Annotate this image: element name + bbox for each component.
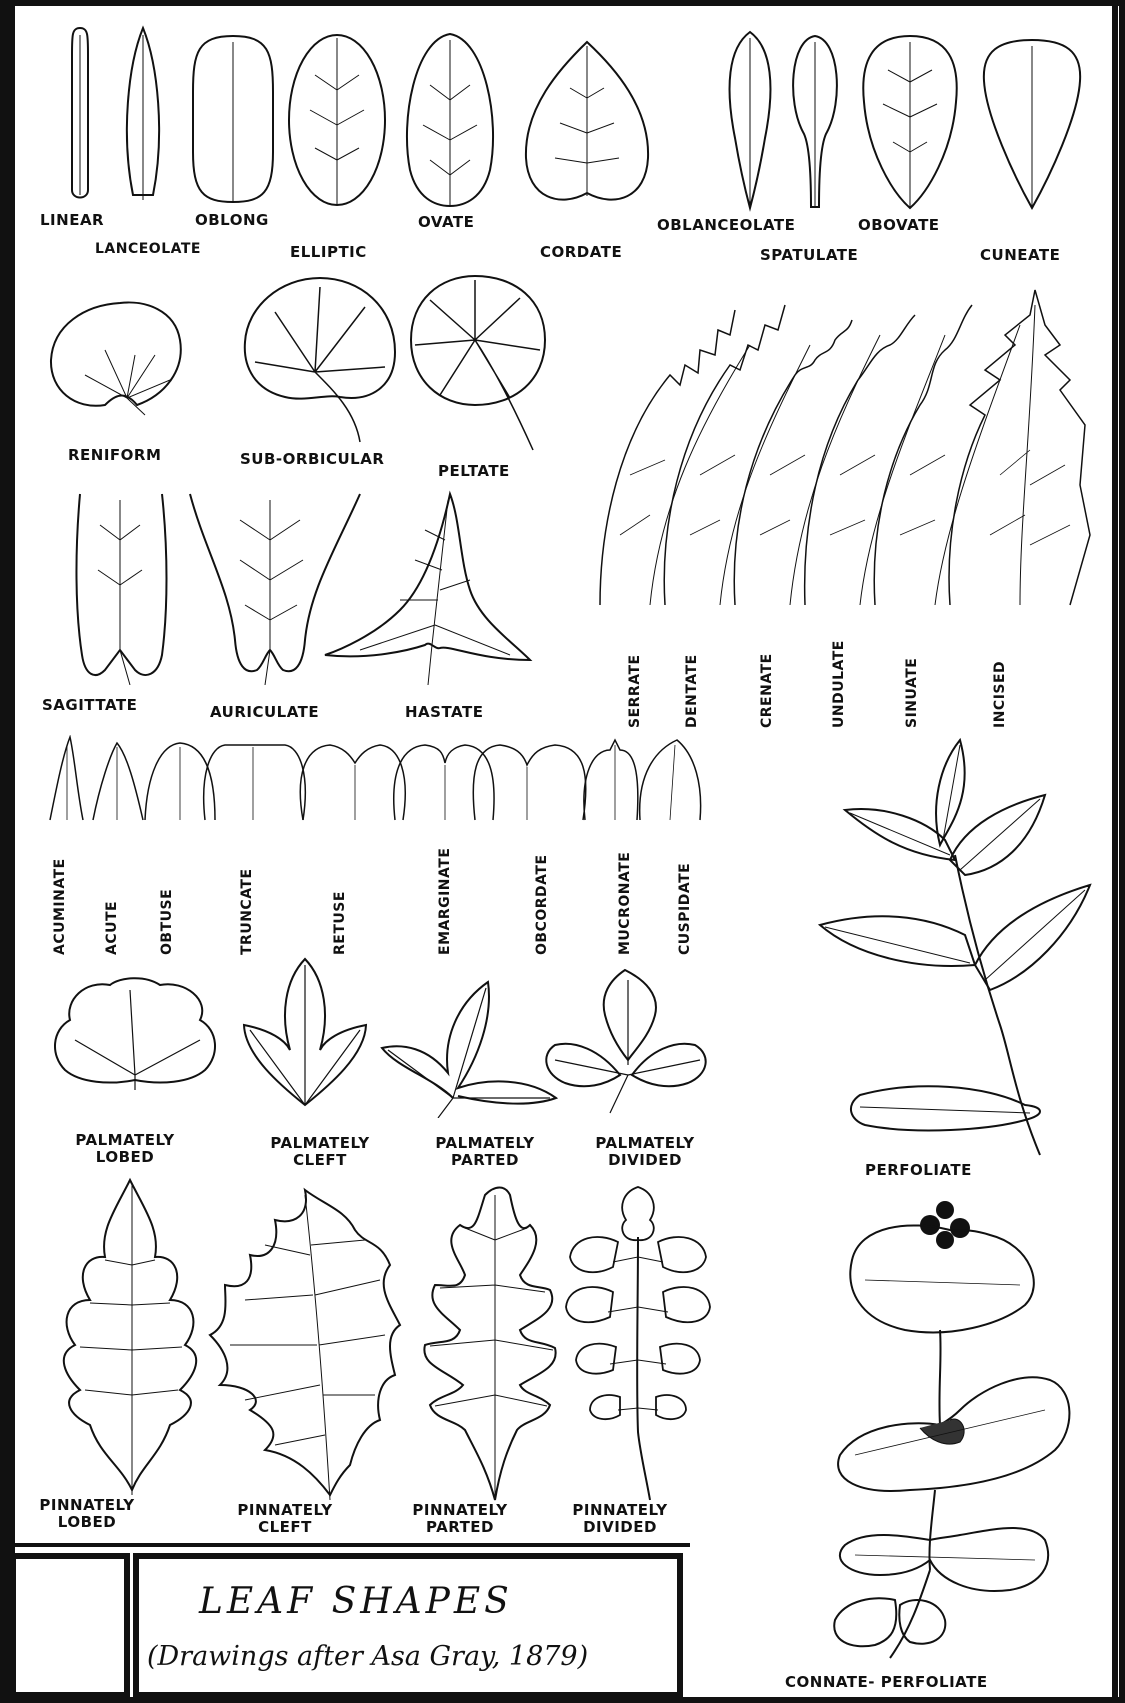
title-box: LEAF SHAPES (Drawings after Asa Gray, 18… <box>133 1553 683 1698</box>
label-mucronate: MUCRONATE <box>618 852 632 955</box>
label-pinnately-divided-line1: PINNATELY <box>572 1501 667 1519</box>
label-palmately-lobed-line1: PALMATELY <box>75 1131 174 1149</box>
label-palmately-cleft-line2: CLEFT <box>293 1151 347 1169</box>
hastate-leaf-drawing <box>320 490 540 685</box>
label-palmately-divided-line1: PALMATELY <box>595 1134 694 1152</box>
palmately-lobed-leaf-drawing <box>50 975 220 1090</box>
label-linear: LINEAR <box>40 213 104 228</box>
label-sagittate: SAGITTATE <box>42 698 137 713</box>
label-acute: ACUTE <box>105 901 119 955</box>
leaf-margins-drawing <box>590 285 1100 615</box>
label-palmately-lobed-line2: LOBED <box>96 1148 154 1166</box>
ovate-leaf-drawing <box>395 30 505 210</box>
label-palmately-parted: PALMATELY PARTED <box>420 1135 550 1170</box>
reniform-leaf-drawing <box>45 295 190 420</box>
elliptic-leaf-drawing <box>285 30 390 210</box>
label-truncate: TRUNCATE <box>240 868 254 955</box>
label-spatulate: SPATULATE <box>760 248 858 263</box>
obovate-leaf-drawing <box>858 32 963 212</box>
label-connate-perfoliate: CONNATE- PERFOLIATE <box>785 1675 988 1690</box>
label-elliptic: ELLIPTIC <box>290 245 367 260</box>
pinnately-lobed-leaf-drawing <box>50 1175 215 1500</box>
label-pinnately-lobed-line2: LOBED <box>58 1513 116 1531</box>
palmately-parted-leaf-drawing <box>378 978 558 1118</box>
label-emarginate: EMARGINATE <box>438 848 452 955</box>
label-hastate: HASTATE <box>405 705 483 720</box>
lanceolate-leaf-drawing <box>113 25 173 205</box>
pinnately-parted-leaf-drawing <box>415 1180 565 1505</box>
label-cuneate: CUNEATE <box>980 248 1060 263</box>
blank-corner-box <box>10 1553 130 1698</box>
sub-orbicular-leaf-drawing <box>235 272 405 447</box>
label-sinuate: SINUATE <box>905 658 919 728</box>
label-palmately-divided: PALMATELY DIVIDED <box>580 1135 710 1170</box>
label-palmately-cleft: PALMATELY CLEFT <box>255 1135 385 1170</box>
oblanceolate-leaf-drawing <box>720 28 780 213</box>
label-pinnately-lobed: PINNATELY LOBED <box>22 1497 152 1532</box>
plate-subtitle: (Drawings after Asa Gray, 1879) <box>147 1641 588 1672</box>
label-oblong: OBLONG <box>195 213 269 228</box>
label-palmately-lobed: PALMATELY LOBED <box>60 1132 190 1167</box>
label-pinnately-divided: PINNATELY DIVIDED <box>555 1502 685 1537</box>
label-pinnately-cleft: PINNATELY CLEFT <box>220 1502 350 1537</box>
plate-title: LEAF SHAPES <box>199 1581 513 1622</box>
label-reniform: RENIFORM <box>68 448 161 463</box>
label-dentate: DENTATE <box>685 654 699 728</box>
label-acuminate: ACUMINATE <box>53 858 67 955</box>
oblong-leaf-drawing <box>188 32 278 207</box>
peltate-leaf-drawing <box>405 270 555 455</box>
label-lanceolate: LANCEOLATE <box>95 242 201 256</box>
label-serrate: SERRATE <box>628 654 642 728</box>
cuneate-leaf-drawing <box>980 36 1085 211</box>
pinnately-cleft-leaf-drawing <box>205 1185 405 1505</box>
label-palmately-divided-line2: DIVIDED <box>608 1151 682 1169</box>
label-obtuse: OBTUSE <box>160 889 174 955</box>
label-peltate: PELTATE <box>438 464 510 479</box>
connate-perfoliate-leaf-drawing <box>820 1190 1085 1660</box>
label-undulate: UNDULATE <box>832 640 846 728</box>
label-sub-orbicular: SUB-ORBICULAR <box>240 452 384 467</box>
label-obovate: OBOVATE <box>858 218 940 233</box>
label-ovate: OVATE <box>418 215 474 230</box>
palmately-divided-leaf-drawing <box>540 965 715 1115</box>
leaf-apices-drawing <box>45 735 705 825</box>
label-pinnately-divided-line2: DIVIDED <box>583 1518 657 1536</box>
label-pinnately-parted: PINNATELY PARTED <box>395 1502 525 1537</box>
label-palmately-cleft-line1: PALMATELY <box>270 1134 369 1152</box>
spatulate-leaf-drawing <box>785 32 845 212</box>
linear-leaf-drawing <box>60 25 100 205</box>
label-pinnately-parted-line2: PARTED <box>426 1518 494 1536</box>
label-cordate: CORDATE <box>540 245 622 260</box>
label-oblanceolate: OBLANCEOLATE <box>657 218 795 233</box>
label-cuspidate: CUSPIDATE <box>678 863 692 955</box>
label-obcordate: OBCORDATE <box>535 854 549 955</box>
pinnately-divided-leaf-drawing <box>558 1182 718 1502</box>
label-perfoliate: PERFOLIATE <box>865 1163 972 1178</box>
label-retuse: RETUSE <box>333 891 347 955</box>
label-palmately-parted-line1: PALMATELY <box>435 1134 534 1152</box>
label-pinnately-cleft-line2: CLEFT <box>258 1518 312 1536</box>
label-auriculate: AURICULATE <box>210 705 319 720</box>
label-pinnately-lobed-line1: PINNATELY <box>39 1496 134 1514</box>
palmately-cleft-leaf-drawing <box>240 955 370 1115</box>
label-pinnately-cleft-line1: PINNATELY <box>237 1501 332 1519</box>
label-palmately-parted-line2: PARTED <box>451 1151 519 1169</box>
cordate-leaf-drawing <box>520 38 655 213</box>
sagittate-leaf-drawing <box>70 490 175 685</box>
label-incised: INCISED <box>993 661 1007 728</box>
label-pinnately-parted-line1: PINNATELY <box>412 1501 507 1519</box>
perfoliate-leaf-drawing <box>815 735 1095 1160</box>
label-crenate: CRENATE <box>760 653 774 728</box>
